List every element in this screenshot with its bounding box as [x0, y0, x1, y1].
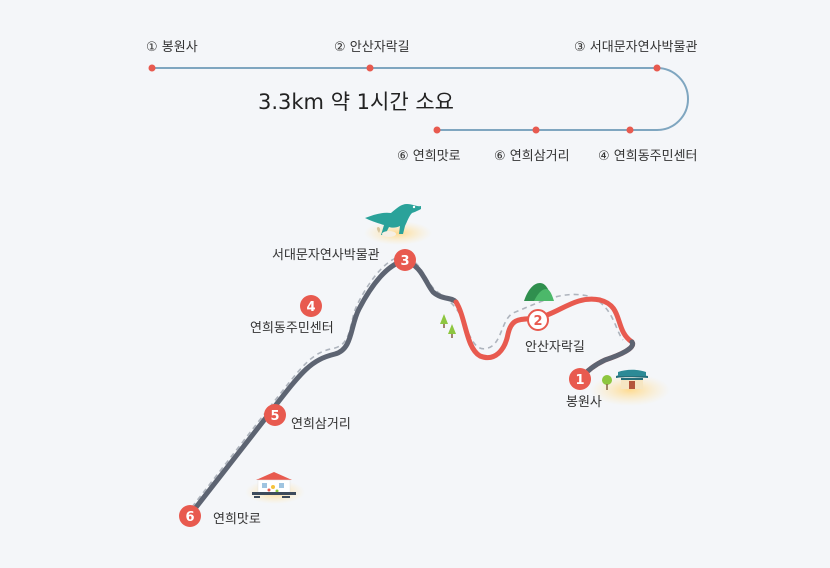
route-dot-2 — [366, 64, 374, 72]
route-dot-1 — [148, 64, 156, 72]
map-stop-2-label: 안산자락길 — [525, 340, 585, 355]
map-stop-2: 2 안산자락길 — [525, 309, 585, 355]
route-dot-6 — [433, 126, 441, 134]
route-stop-label-2: ② 안산자락길 — [334, 40, 410, 55]
map-stop-4-number: 4 — [306, 300, 315, 315]
dinosaur-icon — [365, 204, 421, 237]
route-stop-label-6: ⑥ 연희맛로 — [397, 149, 461, 164]
trail-dashed-edge — [191, 255, 624, 508]
village-icon — [252, 472, 296, 498]
map-stop-5-label: 연희삼거리 — [291, 417, 351, 432]
map-stop-5-number: 5 — [270, 409, 279, 424]
map-stop-3: 3 서대문자연사박물관 — [272, 248, 416, 271]
route-stop-label-4: ④ 연희동주민센터 — [598, 149, 698, 164]
map-stop-6-label: 연희맛로 — [213, 512, 261, 527]
route-dot-5 — [532, 126, 540, 134]
route-overview-line — [152, 67, 689, 131]
route-stop-label-1: ① 봉원사 — [146, 40, 198, 55]
trail-map: 1 봉원사 2 안산자락길 3 서대문자연사박물관 4 연희동주민센터 5 연희… — [179, 204, 670, 527]
tree-icon — [440, 314, 456, 338]
map-stop-6: 6 연희맛로 — [179, 505, 261, 527]
map-stop-3-number: 3 — [400, 254, 409, 269]
route-stop-label-5: ⑥ 연희삼거리 — [494, 149, 570, 164]
map-stop-4-label: 연희동주민센터 — [250, 321, 334, 336]
route-overview: ① 봉원사 ② 안산자락길 ③ 서대문자연사박물관 ④ 연희동주민센터 ⑥ 연희… — [146, 40, 698, 164]
map-stop-6-number: 6 — [185, 510, 194, 525]
temple-icon — [602, 369, 648, 390]
trail-gray-section — [187, 258, 459, 518]
mountain-icon — [524, 283, 554, 301]
map-stop-3-label: 서대문자연사박물관 — [272, 248, 380, 263]
map-stop-1-number: 1 — [575, 373, 584, 388]
glow-museum — [364, 221, 432, 245]
map-stop-2-number: 2 — [533, 314, 542, 329]
map-stop-4: 4 연희동주민센터 — [250, 295, 334, 336]
map-stop-1-label: 봉원사 — [566, 395, 602, 410]
map-stop-5: 5 연희삼거리 — [264, 404, 351, 432]
route-dot-3 — [653, 64, 661, 72]
route-dot-4 — [626, 126, 634, 134]
route-summary: 3.3km 약 1시간 소요 — [258, 90, 454, 114]
route-stop-label-3: ③ 서대문자연사박물관 — [574, 40, 697, 55]
map-stop-1: 1 봉원사 — [566, 368, 602, 410]
